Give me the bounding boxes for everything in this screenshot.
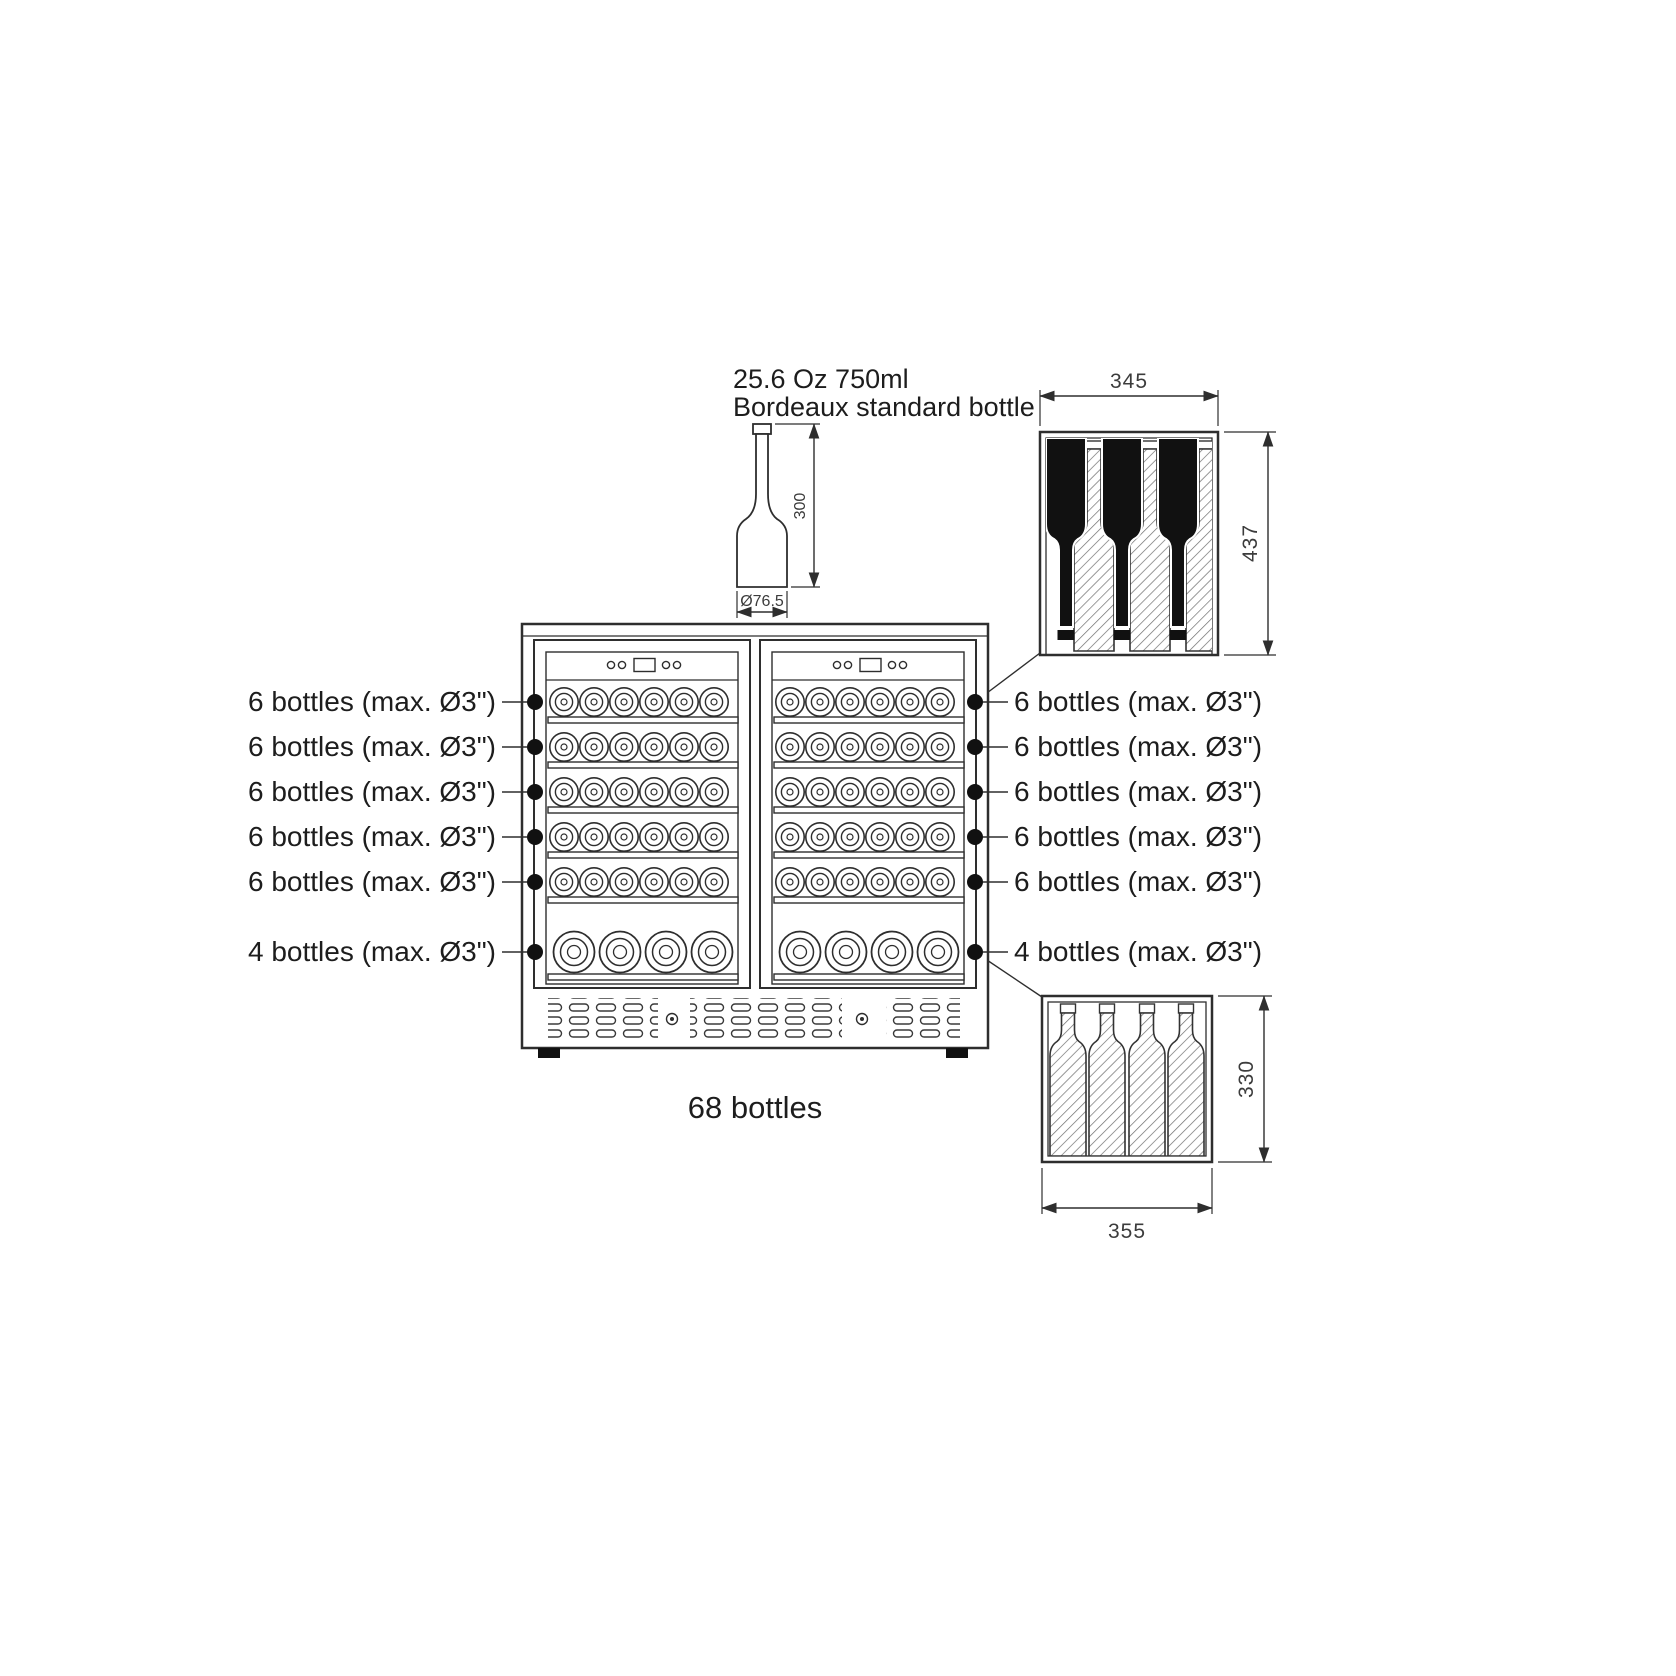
leader-dot (527, 829, 543, 845)
leader-dot (527, 784, 543, 800)
leader-dot (967, 739, 983, 755)
base-shelf-front (773, 973, 965, 981)
leader-dot (967, 944, 983, 960)
leader-dot (527, 694, 543, 710)
capacity-label-left-6: 4 bottles (max. Ø3") (248, 936, 496, 967)
bottle-diameter-dimension: Ø76.5 (736, 591, 788, 618)
shelf-front (547, 716, 739, 724)
shelf-bottle-arrangement (1046, 438, 1212, 652)
base-width-dimension: 355 (1108, 1220, 1146, 1243)
left-foot (538, 1048, 560, 1058)
leader-dot (967, 694, 983, 710)
shelf-front (773, 851, 965, 859)
vent-grille-center (690, 998, 842, 1040)
capacity-label-right-5: 6 bottles (max. Ø3") (1014, 866, 1262, 897)
bottle-height-value: 300 (792, 493, 809, 520)
shelf-front (547, 851, 739, 859)
vent-grille-left (548, 998, 658, 1040)
capacity-label-left-2: 6 bottles (max. Ø3") (248, 731, 496, 762)
capacity-label-left-3: 6 bottles (max. Ø3") (248, 776, 496, 807)
right-foot (946, 1048, 968, 1058)
base-shelf-front (547, 973, 739, 981)
bottle-outline-icon (736, 423, 788, 588)
reference-bottle-spec: 25.6 Oz 750ml Bordeaux standard bottle 3… (733, 364, 1035, 618)
bottle-spec-line2: Bordeaux standard bottle (733, 392, 1035, 422)
shelf-cross-section-detail: 345 437 (974, 370, 1276, 703)
bottle-height-dimension: 300 (775, 423, 820, 588)
base-shelf-detail: 330 355 (974, 951, 1272, 1243)
wine-cooler-front-view (520, 622, 990, 1058)
shelf-front (773, 896, 965, 904)
bottle-spec-line1: 25.6 Oz 750ml (733, 364, 909, 394)
shelf-front (773, 761, 965, 769)
capacity-label-right-4: 6 bottles (max. Ø3") (1014, 821, 1262, 852)
shelf-width-dimension: 345 (1110, 370, 1148, 393)
screw-icon (670, 1017, 674, 1021)
capacity-annotations-left: 6 bottles (max. Ø3") 6 bottles (max. Ø3"… (248, 686, 543, 967)
screw-icon (860, 1017, 864, 1021)
shelf-front (547, 806, 739, 814)
shelf-front (547, 896, 739, 904)
leader-dot (967, 784, 983, 800)
vent-grille-right (886, 998, 960, 1040)
capacity-label-right-6: 4 bottles (max. Ø3") (1014, 936, 1262, 967)
base-detail-inner-frame (1047, 1001, 1207, 1157)
capacity-label-left-5: 6 bottles (max. Ø3") (248, 866, 496, 897)
shelf-front (547, 761, 739, 769)
shelf-front (773, 716, 965, 724)
total-capacity-caption: 68 bottles (688, 1090, 822, 1125)
capacity-label-right-2: 6 bottles (max. Ø3") (1014, 731, 1262, 762)
capacity-label-left-4: 6 bottles (max. Ø3") (248, 821, 496, 852)
leader-dot (967, 829, 983, 845)
capacity-annotations-right: 6 bottles (max. Ø3") 6 bottles (max. Ø3"… (967, 686, 1262, 967)
base-height-dimension: 330 (1235, 1060, 1258, 1098)
leader-dot (527, 874, 543, 890)
capacity-label-right-1: 6 bottles (max. Ø3") (1014, 686, 1262, 717)
capacity-label-right-3: 6 bottles (max. Ø3") (1014, 776, 1262, 807)
capacity-label-left-1: 6 bottles (max. Ø3") (248, 686, 496, 717)
leader-dot (527, 739, 543, 755)
bottle-diameter-value: Ø76.5 (740, 593, 784, 610)
ventilation-grille (548, 998, 960, 1040)
shelf-height-dimension: 437 (1239, 524, 1262, 562)
leader-dot (527, 944, 543, 960)
shelf-front (773, 806, 965, 814)
leader-dot (967, 874, 983, 890)
